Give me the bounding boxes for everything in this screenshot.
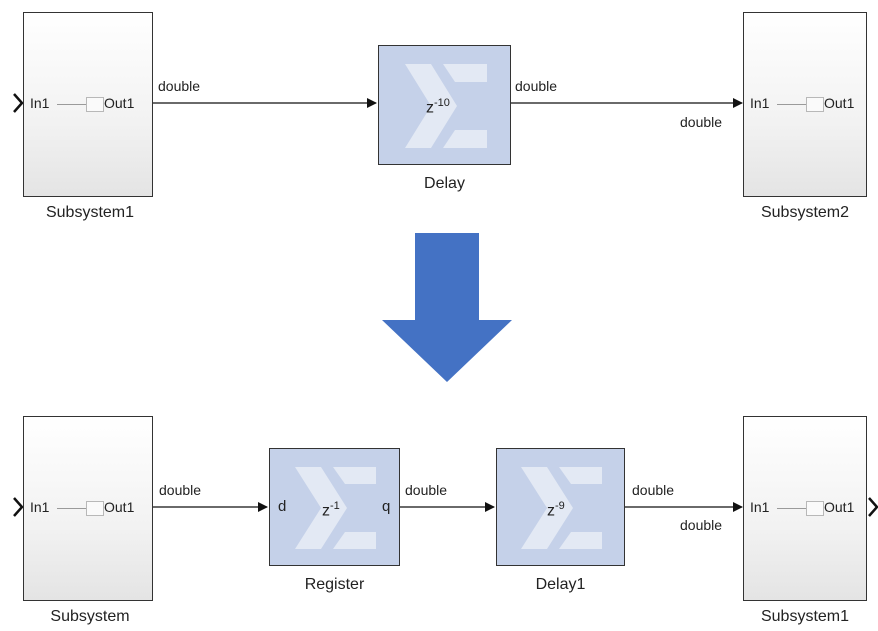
bottom-right-output-chevron [868, 497, 878, 517]
bottom-left-input-chevron [13, 497, 24, 517]
inner-signal-line [777, 508, 809, 509]
delay-z-label: z-10 [426, 97, 450, 117]
top-left-input-chevron [13, 93, 24, 113]
in-port-label: In1 [30, 499, 50, 515]
xilinx-logo-icon [295, 467, 376, 549]
top-signal-label-2: double [515, 78, 558, 94]
inner-signal-line [57, 508, 89, 509]
inner-signal-line [777, 104, 809, 105]
top-subsystem-left[interactable]: In1 Out1 [23, 12, 153, 197]
top-subsystem-right[interactable]: In1 Out1 [743, 12, 867, 197]
transform-arrow [382, 233, 512, 382]
top-signal-label-3: double [680, 114, 723, 130]
register-d-pin: d [278, 498, 287, 515]
delay1-z-label: z-9 [547, 500, 565, 520]
bottom-signal-label-3: double [632, 482, 675, 498]
inner-port-box [86, 501, 104, 516]
xilinx-logo-icon [521, 467, 602, 549]
top-delay-name: Delay [424, 175, 465, 192]
register-q-pin: q [382, 498, 391, 515]
register-z-label: z-1 [322, 500, 340, 520]
in-port-label: In1 [750, 95, 770, 111]
top-delay-block[interactable]: z-10 [378, 45, 511, 165]
out-port-label: Out1 [104, 95, 135, 111]
bottom-subsystem-right[interactable]: In1 Out1 [743, 416, 867, 601]
in-port-label: In1 [750, 499, 770, 515]
bottom-subsystem-left[interactable]: In1 Out1 [23, 416, 153, 601]
inner-port-box [86, 97, 104, 112]
in-port-label: In1 [30, 95, 50, 111]
bottom-signal-label-1: double [159, 482, 202, 498]
bottom-signal-label-4: double [680, 517, 723, 533]
inner-port-box [806, 501, 824, 516]
bottom-subsystem-left-name: Subsystem [50, 608, 130, 625]
bottom-subsystem-right-name: Subsystem1 [760, 608, 850, 625]
xilinx-logo-icon [405, 64, 487, 148]
bottom-register-block[interactable]: d z-1 q [269, 448, 400, 566]
out-port-label: Out1 [824, 499, 855, 515]
inner-port-box [806, 97, 824, 112]
bottom-delay-name: Delay1 [535, 576, 586, 593]
top-subsystem-left-name: Subsystem1 [45, 204, 135, 221]
bottom-delay-block[interactable]: z-9 [496, 448, 625, 566]
bottom-register-name: Register [304, 576, 365, 593]
out-port-label: Out1 [104, 499, 135, 515]
top-subsystem-right-name: Subsystem2 [760, 204, 850, 221]
bottom-signal-label-2: double [405, 482, 448, 498]
out-port-label: Out1 [824, 95, 855, 111]
inner-signal-line [57, 104, 89, 105]
top-signal-label-1: double [158, 78, 201, 94]
